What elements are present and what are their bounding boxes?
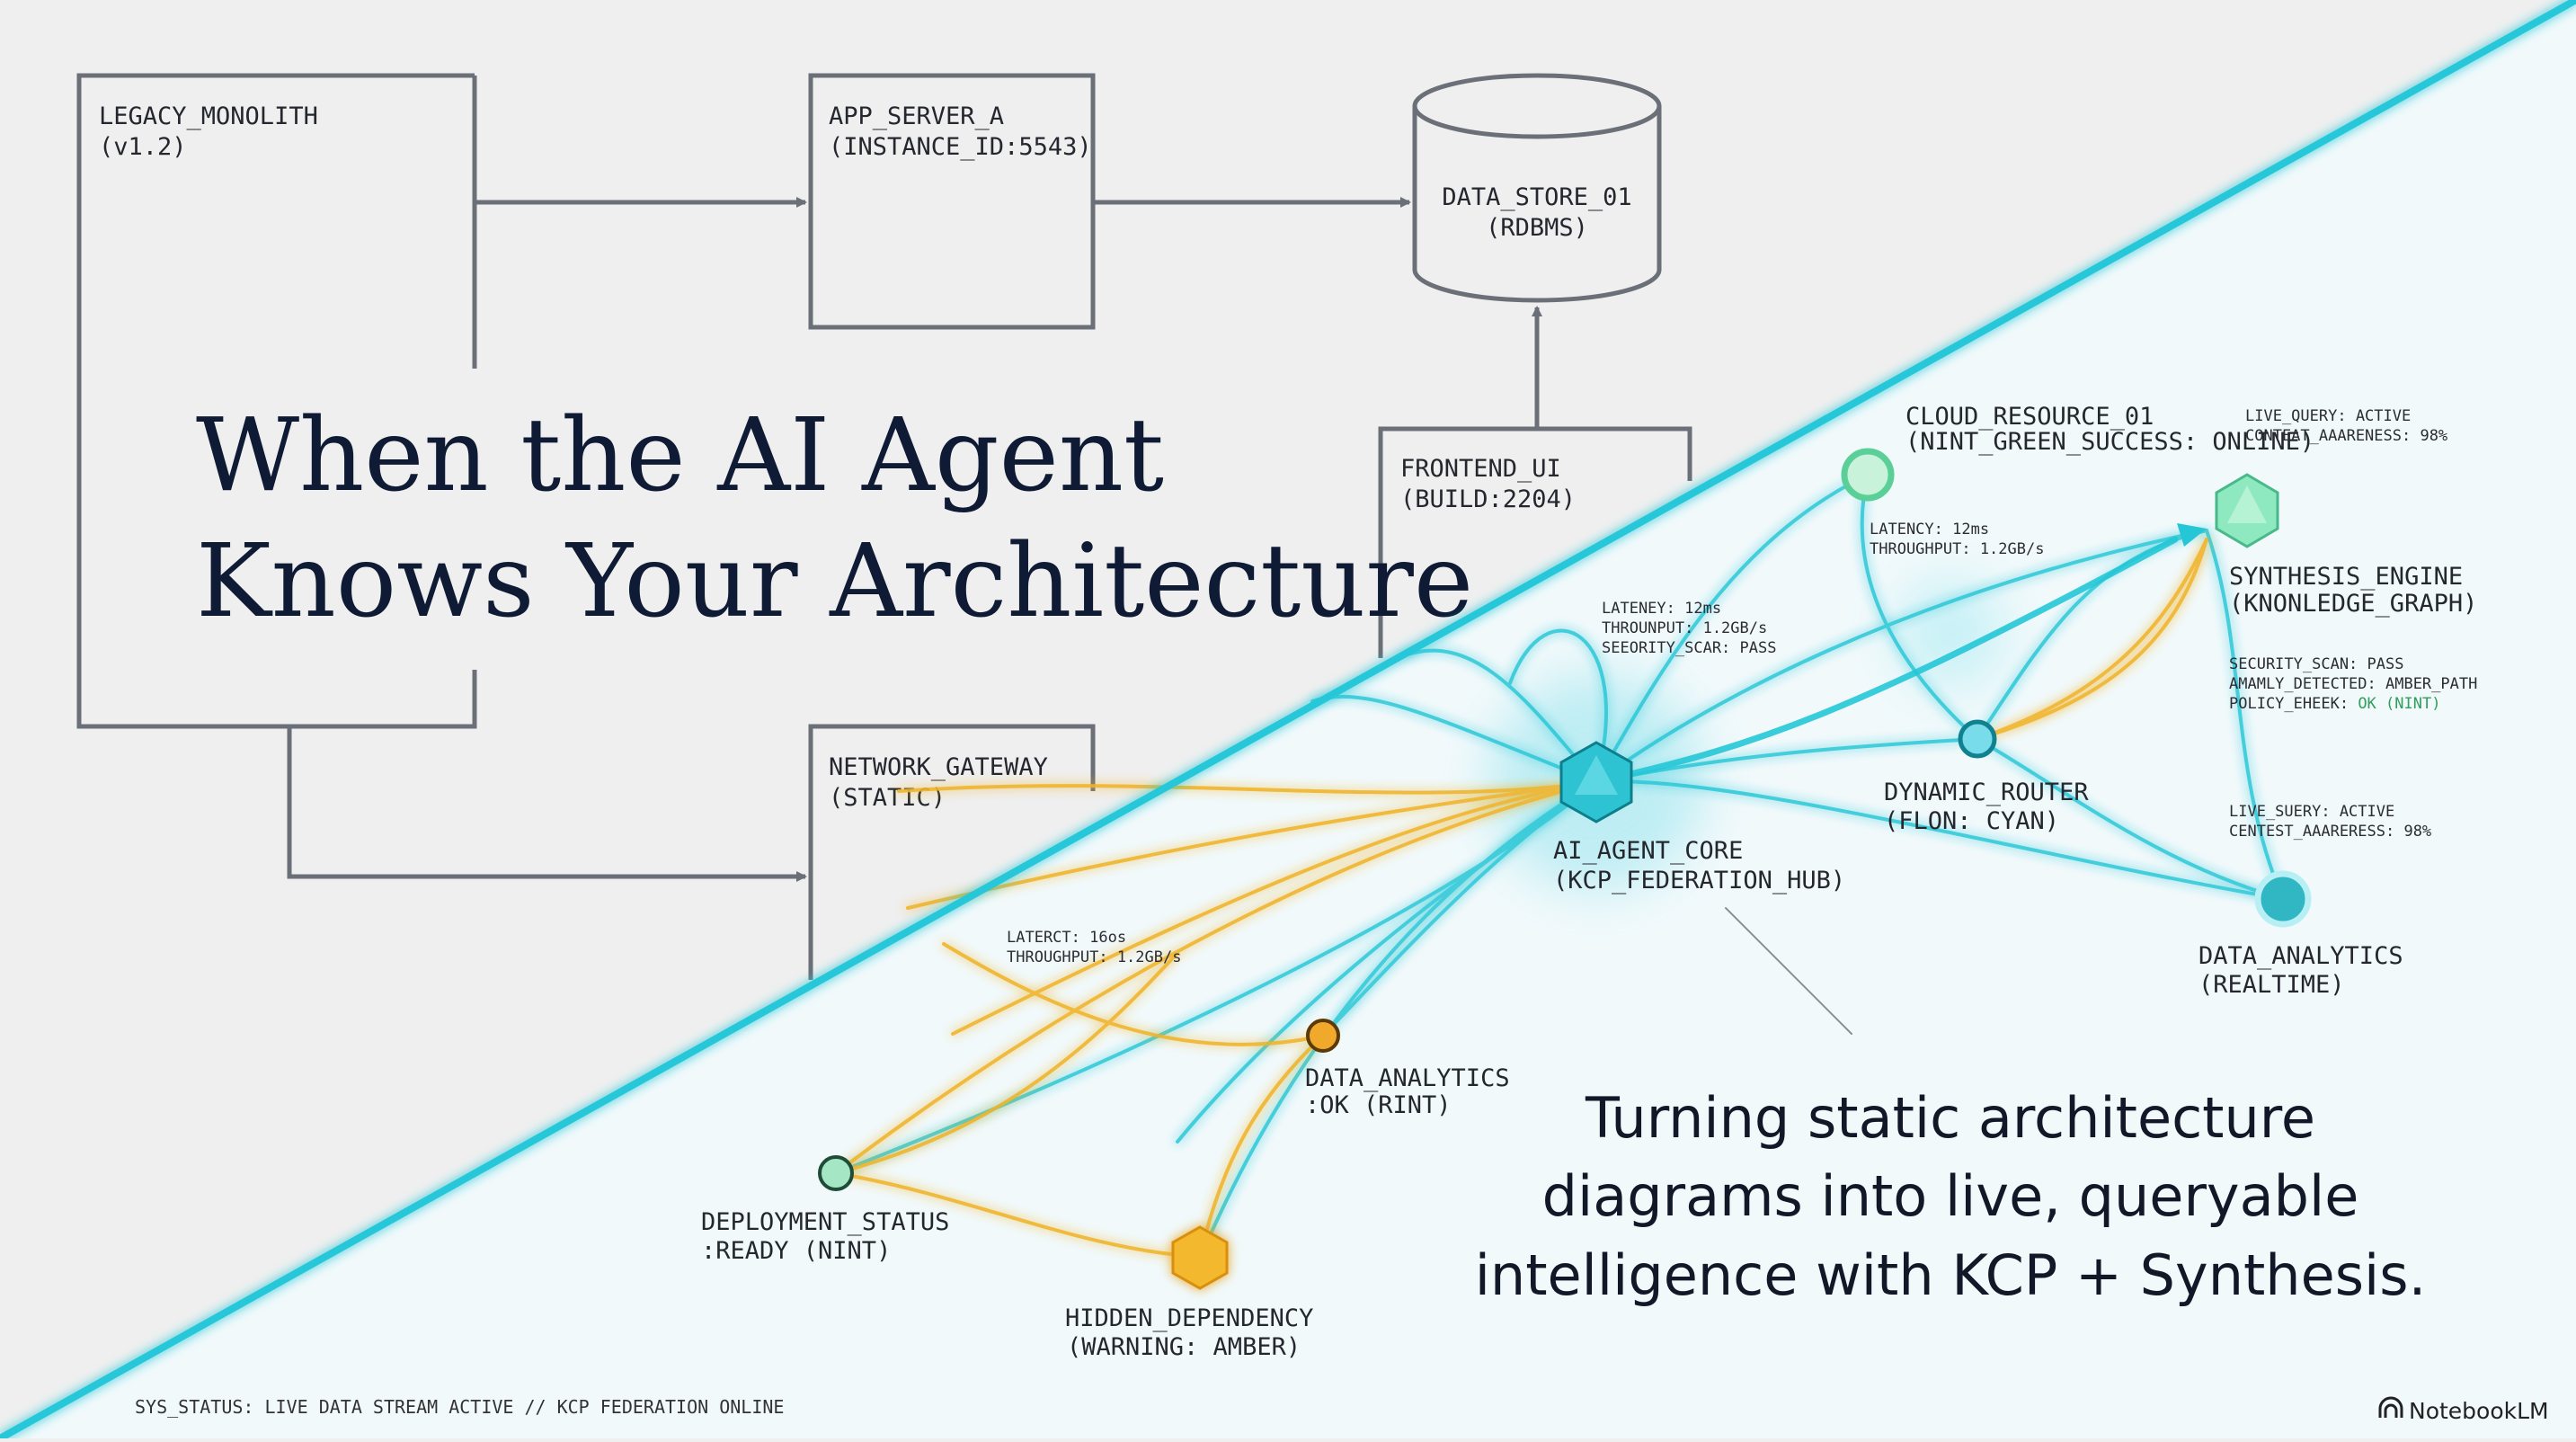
graph-annotations: LIVE_QUERY: ACTIVE CONTEAT_AAARENESS: 98… bbox=[1007, 407, 2477, 966]
annotation-leader-line bbox=[1725, 907, 1852, 1035]
data-analytics-realtime-detail: (REALTIME) bbox=[2198, 971, 2345, 999]
notebooklm-icon bbox=[2378, 1396, 2403, 1418]
legacy-monolith-label: LEGACY_MONOLITH bbox=[99, 102, 318, 130]
cloud-resource-detail: (NINT_GREEN_SUCCESS: ONLINE) bbox=[1905, 428, 2314, 456]
dynamic-router-label: DYNAMIC_ROUTER bbox=[1884, 779, 2089, 806]
data-analytics-realtime-node[interactable] bbox=[2254, 870, 2312, 928]
amber-link-core-upper-left bbox=[897, 780, 1598, 795]
live-node-labels: AI_AGENT_CORE (KCP_FEDERATION_HUB) CLOUD… bbox=[701, 403, 2477, 1361]
brand-name: NotebookLM bbox=[2409, 1398, 2549, 1424]
ai-agent-core-detail: (KCP_FEDERATION_HUB) bbox=[1553, 867, 1845, 895]
link-core-synthesis-strong bbox=[1593, 536, 2179, 786]
title-backdrop bbox=[171, 376, 1321, 645]
core-metrics-line-2: THROUNPUT: 1.2GB/s bbox=[1602, 619, 1767, 637]
title-line-2: Knows Your Architecture bbox=[196, 523, 1473, 640]
brand-logo: NotebookLM bbox=[2378, 1396, 2549, 1424]
core-metrics-line-1: LATENEY: 12ms bbox=[1602, 600, 1721, 618]
hidden-dependency-node[interactable] bbox=[1171, 1225, 1229, 1290]
link-core-analytics bbox=[1594, 779, 2285, 901]
amber-link-core-deploy bbox=[834, 780, 1598, 1175]
amber-link-analytics-hidden bbox=[1198, 1034, 1325, 1259]
subtitle-line-1: Turning static architecture bbox=[1585, 1085, 2315, 1151]
app-server-detail: (INSTANCE_ID:5543) bbox=[829, 133, 1092, 161]
ai-agent-core-node[interactable] bbox=[1559, 741, 1633, 823]
system-status-footer: SYS_STATUS: LIVE DATA STREAM ACTIVE // K… bbox=[135, 1396, 784, 1418]
network-gateway-box bbox=[808, 724, 1096, 980]
subtitle-line-2: diagrams into live, queryable bbox=[1542, 1163, 2359, 1229]
link-core-deploy bbox=[834, 780, 1598, 1175]
subtitle: Turning static architecture diagrams int… bbox=[1475, 1085, 2427, 1308]
deployment-status-label: DEPLOYMENT_STATUS bbox=[701, 1208, 949, 1236]
frontend-ui-label: FRONTEND_UI bbox=[1400, 455, 1561, 483]
link-synthesis-analytics bbox=[2205, 529, 2285, 901]
legacy-labels: LEGACY_MONOLITH (v1.2) APP_SERVER_A (INS… bbox=[99, 102, 1632, 812]
live-query-2-line-1: LIVE_SUERY: ACTIVE bbox=[2229, 803, 2394, 821]
data-store-cylinder-top bbox=[1412, 73, 1662, 139]
cloud-metrics-line-2: THROUGHPUT: 1.2GB/s bbox=[1870, 540, 2044, 558]
live-query-1-line-2: CONTEAT_AAARENESS: 98% bbox=[2245, 427, 2447, 445]
data-analytics-ok-label: DATA_ANALYTICS bbox=[1305, 1064, 1510, 1092]
amber-link-core-mid bbox=[951, 780, 1598, 1036]
synthesis-arrowhead bbox=[2177, 523, 2207, 547]
cloud-metrics-line-1: LATENCY: 12ms bbox=[1870, 521, 1989, 539]
stream-glow bbox=[1896, 580, 2004, 688]
deployment-status-detail: :READY (NINT) bbox=[701, 1237, 891, 1265]
hidden-dependency-icon bbox=[1171, 1225, 1229, 1290]
synthesis-engine-detail: (KNONLEDGE_GRAPH) bbox=[2229, 590, 2477, 618]
core-metrics-line-3: SEEORITY_SCAR: PASS bbox=[1602, 639, 1776, 657]
legacy-diagram bbox=[76, 73, 1692, 980]
legacy-monolith-box bbox=[76, 73, 477, 729]
page-title: When the AI Agent Knows Your Architectur… bbox=[171, 376, 1473, 645]
live-query-2-line-2: CENTEST_AAARERESS: 98% bbox=[2229, 823, 2431, 841]
lower-metrics-line-2: THROUGHPUT: 1.2GB/s bbox=[1007, 948, 1181, 966]
link-router-analytics bbox=[1976, 737, 2285, 901]
deployment-status-node[interactable] bbox=[818, 1155, 854, 1191]
link-core-lower-2 bbox=[1198, 780, 1598, 1260]
link-core-loop bbox=[1508, 628, 1608, 784]
data-analytics-realtime-label: DATA_ANALYTICS bbox=[2198, 942, 2403, 970]
link-core-upper bbox=[1400, 648, 1598, 784]
live-graph-nodes bbox=[818, 448, 2312, 1290]
policy-check-value: OK (NINT) bbox=[2358, 695, 2440, 713]
policy-check-prefix: POLICY_EHEEK: bbox=[2229, 695, 2349, 713]
security-scan-line-2: AMAMLY_DETECTED: AMBER_PATH bbox=[2229, 675, 2477, 693]
security-scan-line-1: SECURITY_SCAN: PASS bbox=[2229, 655, 2403, 673]
data-analytics-ok-detail: :OK (RINT) bbox=[1305, 1091, 1452, 1119]
hidden-dependency-detail: (WARNING: AMBER) bbox=[1067, 1333, 1301, 1361]
synthesis-engine-label: SYNTHESIS_ENGINE bbox=[2229, 563, 2463, 591]
link-core-cloud bbox=[1594, 473, 1870, 784]
link-core-synthesis bbox=[1594, 529, 2208, 784]
data-store-cylinder bbox=[1412, 106, 1662, 303]
app-server-label: APP_SERVER_A bbox=[829, 102, 1004, 130]
lower-metrics-line-1: LATERCT: 16os bbox=[1007, 929, 1126, 947]
dynamic-router-detail: (FLON: CYAN) bbox=[1884, 807, 2059, 835]
amber-link-synthesis-router bbox=[1976, 538, 2208, 741]
arrow-monolith-to-gateway bbox=[287, 726, 807, 882]
synthesis-engine-node[interactable] bbox=[2215, 473, 2279, 548]
legacy-monolith-version: (v1.2) bbox=[99, 133, 187, 161]
title-line-1: When the AI Agent bbox=[196, 397, 1164, 514]
amber-link-core-left bbox=[906, 780, 1598, 910]
subtitle-line-3: intelligence with KCP + Synthesis. bbox=[1475, 1242, 2427, 1308]
cloud-resource-node[interactable] bbox=[1841, 448, 1895, 502]
amber-link-deploy-hidden bbox=[834, 1171, 1202, 1259]
link-cloud-router bbox=[1860, 473, 1979, 741]
dynamic-router-node[interactable] bbox=[1958, 719, 1997, 759]
amber-link-router-synthesis bbox=[1976, 538, 2208, 741]
amber-link-deploy-up bbox=[834, 951, 1179, 1175]
hidden-dependency-label: HIDDEN_DEPENDENCY bbox=[1065, 1304, 1313, 1332]
data-store-label: DATA_STORE_01 bbox=[1442, 183, 1631, 211]
network-gateway-label: NETWORK_GATEWAY bbox=[829, 753, 1048, 781]
cloud-resource-label: CLOUD_RESOURCE_01 bbox=[1905, 403, 2154, 431]
data-analytics-ok-node[interactable] bbox=[1306, 1019, 1340, 1053]
live-query-1-line-1: LIVE_QUERY: ACTIVE bbox=[2245, 407, 2411, 425]
ai-agent-core-label: AI_AGENT_CORE bbox=[1553, 837, 1743, 865]
data-store-detail: (RDBMS) bbox=[1486, 214, 1588, 242]
frontend-ui-detail: (BUILD:2204) bbox=[1400, 485, 1576, 513]
security-scan-line-3: POLICY_EHEEK: OK (NINT) bbox=[2229, 695, 2440, 713]
